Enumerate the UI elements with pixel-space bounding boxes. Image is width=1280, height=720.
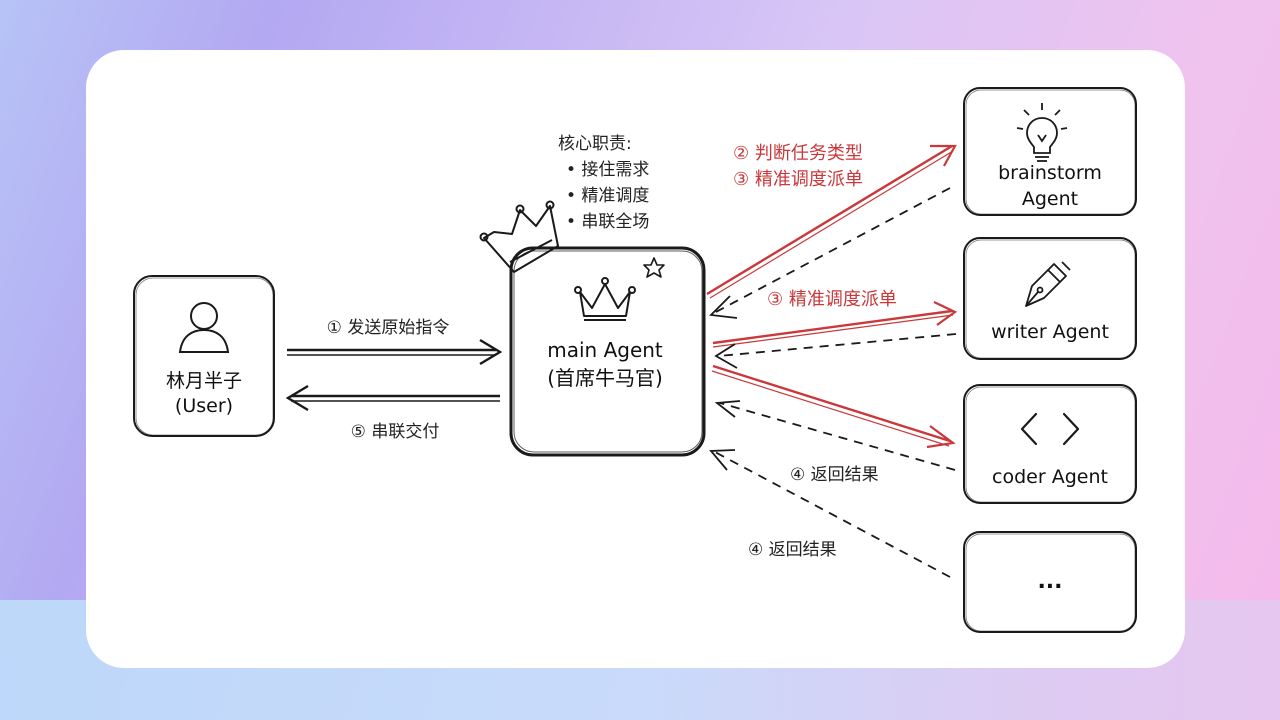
crown-icon [574, 277, 636, 321]
user-person-icon [178, 302, 230, 353]
more-agents-ellipsis: ... [1037, 569, 1062, 594]
agent-label: writer Agent [991, 321, 1109, 343]
main-agent-node: main Agent (首席牛马官) [479, 200, 706, 457]
pen-nib-icon [1025, 261, 1071, 307]
code-brackets-icon [1020, 412, 1080, 446]
user-node: 林月半子 (User) [133, 275, 275, 437]
send-label: ① 发送原始指令 [327, 318, 450, 338]
send-arrow [287, 338, 503, 366]
writer-agent-node: writer Agent [963, 237, 1137, 360]
user-name: 林月半子 [166, 370, 242, 392]
star-icon [643, 257, 665, 278]
dispatch-arrows [706, 144, 958, 449]
agent-label: Agent [1022, 188, 1078, 210]
duties-block: 核心职责: • 接住需求 • 精准调度 • 串联全场 [558, 134, 649, 232]
duty-item: • 串联全场 [566, 212, 649, 232]
deliver-label: ⑤ 串联交付 [351, 422, 440, 442]
deliver-arrow [285, 384, 500, 412]
main-agent-role: (首席牛马官) [547, 366, 663, 390]
return-arrows [709, 187, 957, 578]
dispatch-top-label: ③ 精准调度派单 [733, 169, 863, 190]
return-upper-label: ④ 返回结果 [790, 465, 879, 485]
duties-title: 核心职责: [558, 134, 632, 154]
agent-label: brainstorm [998, 162, 1102, 184]
tilted-crown-icon [479, 200, 559, 273]
return-lower-label: ④ 返回结果 [748, 540, 837, 560]
duty-item: • 接住需求 [566, 160, 649, 180]
main-agent-name: main Agent [547, 338, 663, 362]
judge-label: ② 判断任务类型 [733, 143, 863, 164]
agent-label: coder Agent [992, 466, 1108, 488]
dispatch-mid-label: ③ 精准调度派单 [767, 289, 897, 310]
lightbulb-icon [1016, 103, 1068, 162]
duty-item: • 精准调度 [566, 186, 649, 206]
more-agents-node: ... [963, 531, 1137, 633]
brainstorm-agent-node: brainstorm Agent [963, 87, 1137, 216]
user-role: (User) [175, 395, 233, 417]
coder-agent-node: coder Agent [963, 384, 1137, 504]
